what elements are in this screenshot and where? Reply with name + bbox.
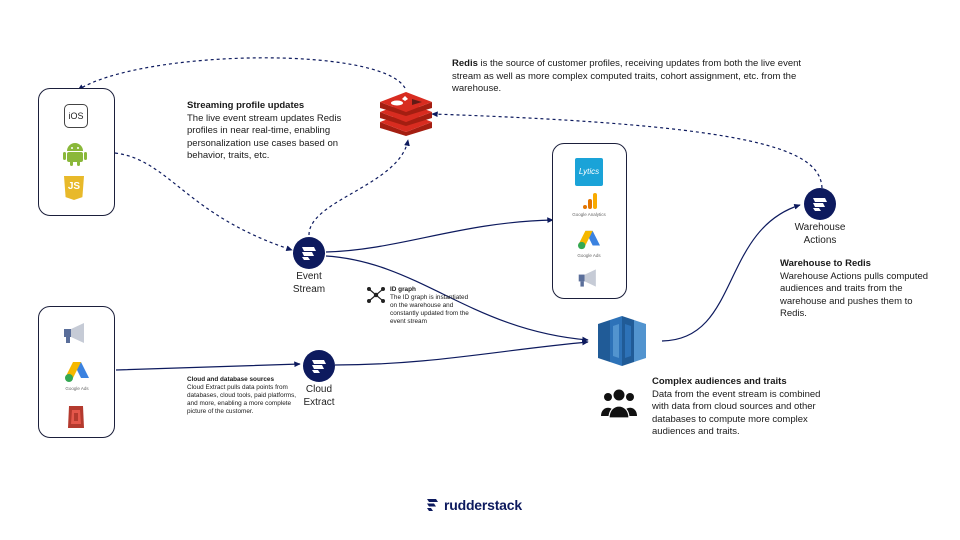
brand-footer: rudderstack <box>426 495 522 515</box>
redis-icon <box>380 92 432 136</box>
redis-description-title: Redis <box>452 58 478 69</box>
cloud-extract-label: Cloud Extract <box>284 383 354 409</box>
javascript-icon-label: JS <box>67 181 81 192</box>
megaphone-icon <box>578 269 596 287</box>
google-ads-icon <box>65 362 89 382</box>
warehouse-actions-label-line2: Actions <box>803 235 837 246</box>
streaming-description-title: Streaming profile updates <box>187 100 305 111</box>
rudderstack-logo-icon <box>813 198 827 211</box>
warehouse-actions-label: Warehouse Actions <box>778 221 862 247</box>
event-stream-label: Event Stream <box>274 270 344 296</box>
event-stream-label-line1: Event <box>296 271 322 282</box>
cloud-google-ads-label: Google Ads <box>65 386 89 391</box>
warehouse-actions-node[interactable] <box>804 188 836 220</box>
cloud-db-description: Cloud and database sources Cloud Extract… <box>187 376 299 416</box>
streaming-description: Streaming profile updates The live event… <box>187 100 357 163</box>
database-icon <box>68 406 84 428</box>
event-stream-node[interactable] <box>293 237 325 269</box>
warehouse-to-redis-description: Warehouse to Redis Warehouse Actions pul… <box>780 258 940 321</box>
google-ads-icon <box>578 230 600 250</box>
ios-icon: iOS <box>64 104 88 128</box>
warehouse-to-redis-text: Warehouse Actions pulls computed audienc… <box>780 270 929 320</box>
cloud-extract-node[interactable] <box>303 350 335 382</box>
google-analytics-icon <box>583 193 597 209</box>
id-graph-description: ID graph The ID graph is instantiated on… <box>390 286 470 326</box>
google-ads-label: Google Ads <box>577 253 601 258</box>
event-stream-to-destinations-connector <box>325 217 554 253</box>
id-graph-title: ID graph <box>390 286 416 293</box>
event-stream-to-redis-connector <box>308 139 410 236</box>
redis-description-text: is the source of customer profiles, rece… <box>452 58 802 94</box>
warehouse-actions-label-line1: Warehouse <box>794 222 846 233</box>
cloud-extract-label-line1: Cloud <box>305 384 333 395</box>
cloud-extract-to-warehouse-connector <box>334 339 589 366</box>
redis-to-sources-connector <box>77 57 406 91</box>
lytics-icon: Lytics <box>575 158 603 186</box>
lytics-icon-label: Lytics <box>578 167 600 176</box>
javascript-icon: JS <box>64 176 84 200</box>
cloud-extract-label-line2: Extract <box>303 397 335 408</box>
megaphone-icon <box>64 323 84 343</box>
rudderstack-logo-icon <box>312 360 326 373</box>
id-graph-text: The ID graph is instantiated on the ware… <box>390 294 469 325</box>
redis-description: Redis is the source of customer profiles… <box>452 58 812 96</box>
ios-icon-label: iOS <box>68 111 84 121</box>
rudderstack-logo-icon <box>302 247 316 260</box>
google-analytics-label: Google Analytics <box>572 212 606 217</box>
cloud-db-title: Cloud and database sources <box>187 376 275 383</box>
warehouse-icon <box>598 316 646 366</box>
cloud-db-text: Cloud Extract pulls data points from dat… <box>187 384 297 415</box>
event-stream-to-warehouse-connector <box>325 255 589 343</box>
event-stream-label-line2: Stream <box>292 284 326 295</box>
warehouse-to-warehouse-actions-connector <box>661 203 801 342</box>
audience-icon <box>601 389 637 418</box>
rudderstack-logo-icon <box>427 499 438 511</box>
complex-text: Data from the event stream is combined w… <box>652 388 821 438</box>
complex-title: Complex audiences and traits <box>652 376 787 387</box>
warehouse-to-redis-title: Warehouse to Redis <box>780 258 871 269</box>
complex-description: Complex audiences and traits Data from t… <box>652 376 822 439</box>
id-graph-icon <box>367 287 385 303</box>
brand-name: rudderstack <box>444 497 522 513</box>
sources-to-event-stream-connector <box>114 152 293 251</box>
streaming-description-text: The live event stream updates Redis prof… <box>187 112 342 162</box>
android-icon <box>63 143 87 166</box>
cloud-sources-to-cloud-extract-connector <box>115 361 301 371</box>
warehouse-actions-to-redis-connector <box>431 111 823 189</box>
